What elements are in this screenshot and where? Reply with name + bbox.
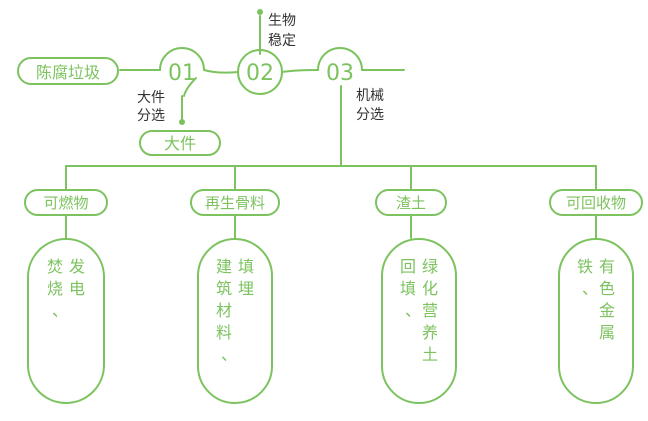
use-4-char: 属 bbox=[599, 323, 615, 342]
use-3-char: 、 bbox=[405, 301, 421, 320]
use-4-char: 铁 bbox=[577, 257, 593, 276]
category-3-label: 渣土 bbox=[396, 194, 426, 212]
bulky-output-label: 大件 bbox=[164, 134, 196, 153]
use-2-capsule bbox=[197, 238, 273, 404]
step-02-note-line-1: 生物 bbox=[268, 13, 296, 29]
connector-02-to-03 bbox=[281, 69, 319, 73]
category-2-node bbox=[190, 189, 280, 216]
use-3-char: 回 bbox=[400, 257, 416, 276]
use-1-char: 烧 bbox=[47, 279, 63, 298]
use-3-char: 填 bbox=[400, 279, 416, 298]
source-label: 陈腐垃圾 bbox=[36, 63, 100, 82]
category-2-label: 再生骨料 bbox=[205, 194, 265, 212]
source-node bbox=[17, 57, 119, 85]
step-01-arc-upper bbox=[159, 47, 205, 71]
step-02-note-dot bbox=[257, 9, 263, 15]
use-3-capsule bbox=[381, 238, 457, 404]
category-1-label: 可燃物 bbox=[43, 194, 88, 212]
step-01-note-line-2: 分选 bbox=[137, 108, 165, 124]
use-2-char: 建 bbox=[216, 257, 232, 276]
step-01-note-line-1: 大件 bbox=[137, 90, 165, 106]
use-3-char: 化 bbox=[422, 279, 438, 298]
use-2-char: 埋 bbox=[238, 279, 254, 298]
step-03-note-line-1: 机械 bbox=[356, 88, 384, 104]
use-1-text: 焚烧、 发电 bbox=[47, 257, 85, 320]
category-1-node bbox=[24, 189, 108, 216]
use-1-capsule bbox=[27, 238, 105, 404]
use-2-char: 筑 bbox=[216, 279, 232, 298]
use-3-char: 土 bbox=[422, 345, 438, 364]
use-4-capsule bbox=[558, 238, 634, 404]
step-01-branch bbox=[183, 77, 197, 97]
use-2-char: 、 bbox=[221, 345, 237, 364]
use-1-char: 焚 bbox=[47, 257, 63, 276]
category-4-node bbox=[549, 189, 643, 216]
use-1-char: 发 bbox=[69, 257, 85, 276]
category-4-label: 可回收物 bbox=[566, 194, 626, 212]
step-03-arc-upper bbox=[317, 47, 363, 71]
use-3-char: 养 bbox=[422, 323, 438, 342]
use-2-char: 料 bbox=[216, 323, 232, 342]
use-4-char: 金 bbox=[599, 301, 615, 320]
category-3-node bbox=[375, 189, 447, 216]
step-01-number: 01 bbox=[168, 61, 196, 86]
use-4-char: 有 bbox=[599, 257, 615, 276]
step-02-note-line-2: 稳定 bbox=[268, 33, 296, 49]
use-3-char: 营 bbox=[422, 301, 438, 320]
bulky-output-node bbox=[139, 130, 221, 156]
use-4-char: 色 bbox=[599, 279, 615, 298]
step-03-number: 03 bbox=[326, 61, 354, 86]
use-4-char: 、 bbox=[582, 279, 598, 298]
process-line bbox=[65, 15, 597, 239]
use-2-char: 填 bbox=[238, 257, 254, 276]
step-02-number: 02 bbox=[246, 61, 274, 86]
use-1-char: 、 bbox=[52, 301, 68, 320]
use-3-char: 绿 bbox=[422, 257, 438, 276]
step-02-arc-lower bbox=[237, 71, 283, 95]
use-1-char: 电 bbox=[69, 279, 85, 298]
use-2-char: 材 bbox=[216, 301, 232, 320]
step-03-note-line-2: 分选 bbox=[356, 107, 384, 123]
connector-01-to-02 bbox=[203, 69, 239, 74]
bulky-dot bbox=[179, 119, 185, 125]
